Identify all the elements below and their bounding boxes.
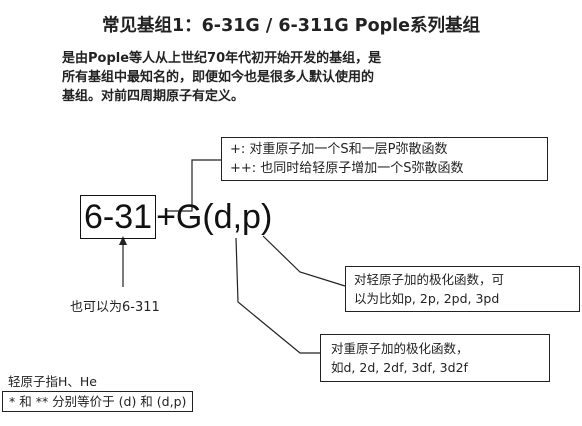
star-equivalence-box: * 和 ** 分别等价于 (d) 和 (d,p) (2, 391, 194, 412)
heavy-note-line: 如d, 2d, 2df, 3df, 3d2f (331, 360, 468, 375)
intro-line: 基组。对前四周期原子有定义。 (62, 89, 245, 104)
heavy-connector (235, 237, 320, 354)
basis-set-formula: 6-31+G(d,p) (80, 192, 272, 242)
formula-base-box: 6-31 (80, 195, 157, 239)
intro-line: 是由Pople等人从上世纪70年代初开始开发的基组，是 (62, 51, 382, 66)
intro-paragraph: 是由Pople等人从上世纪70年代初开始开发的基组，是 所有基组中最知名的，即便… (62, 49, 532, 106)
alternative-note: 也可以为6-311 (70, 300, 160, 315)
light-note-line: 以为比如p, 2p, 2pd, 3pd (354, 291, 500, 306)
intro-line: 所有基组中最知名的，即便如今也是很多人默认使用的 (62, 70, 375, 85)
light-note-line: 对轻原子加的极化函数，可 (354, 272, 505, 287)
base-arrow-head (119, 236, 127, 245)
plus-connector (165, 159, 221, 212)
bottom-note: 轻原子指H、He * 和 ** 分别等价于 (d) 和 (d,p) (2, 372, 194, 412)
light-atom-definition: 轻原子指H、He (8, 374, 97, 389)
plus-note-box: +: 对重原子加一个S和一层P弥散函数 ++: 也同时给轻原子增加一个S弥散函数 (221, 137, 548, 181)
plus-note-line: ++: 也同时给轻原子增加一个S弥散函数 (230, 161, 464, 176)
heavy-note-line: 对重原子加的极化函数， (331, 341, 469, 356)
page-title: 常见基组1：6-31G / 6-311G Pople系列基组 (101, 16, 481, 36)
formula-suffix: +G(d,p) (156, 198, 273, 236)
light-connector (262, 235, 346, 287)
light-atom-note-box: 对轻原子加的极化函数，可 以为比如p, 2p, 2pd, 3pd (345, 266, 580, 312)
plus-note-line: +: 对重原子加一个S和一层P弥散函数 (230, 142, 448, 157)
heavy-atom-note-box: 对重原子加的极化函数， 如d, 2d, 2df, 3df, 3d2f (320, 334, 550, 382)
